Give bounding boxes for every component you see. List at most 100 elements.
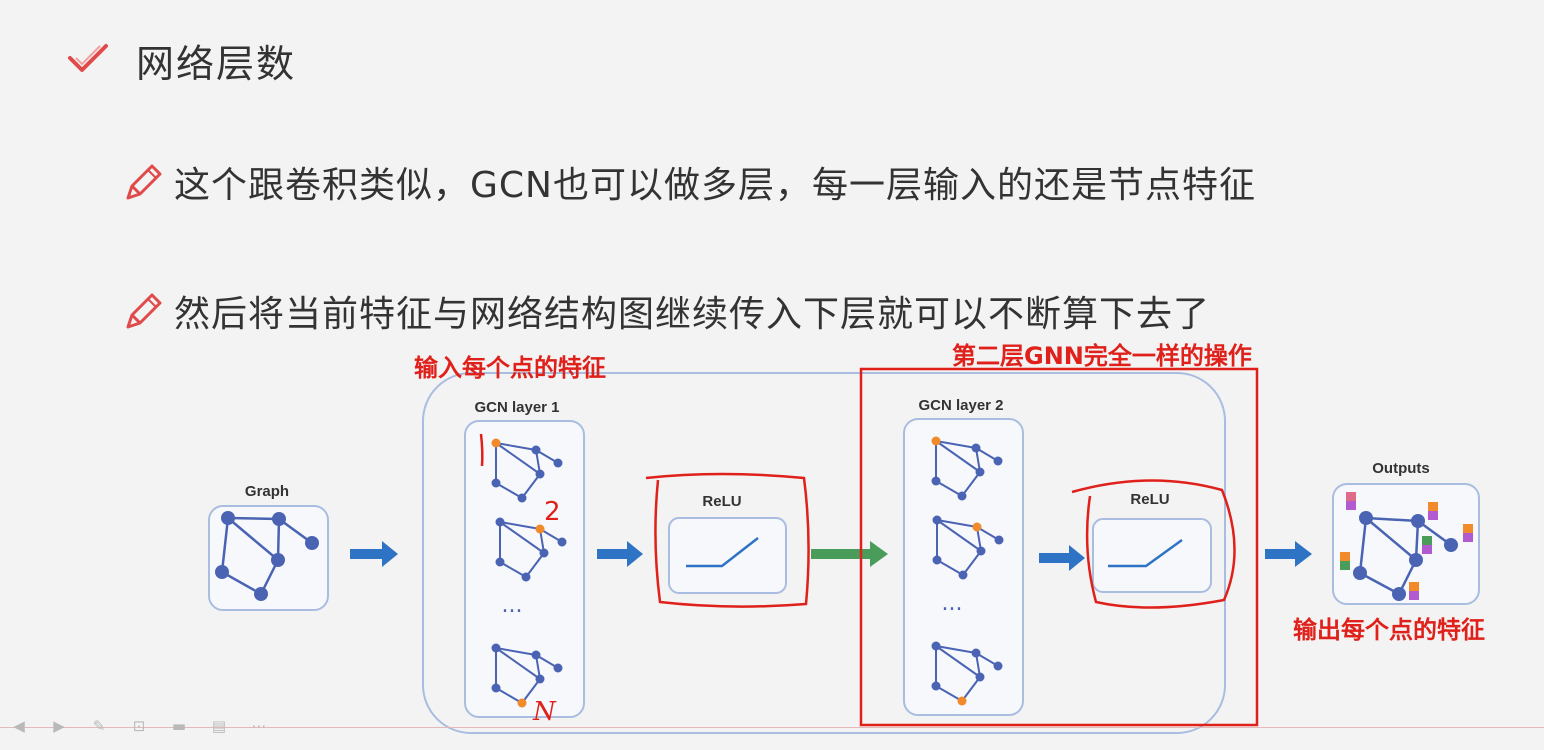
arrow-icon <box>1039 545 1085 571</box>
pen-icon[interactable]: ✎ <box>92 717 106 735</box>
graph-node <box>932 555 942 565</box>
next-icon[interactable]: ▶ <box>53 717 65 735</box>
graph-node <box>971 648 981 658</box>
presentation-toolbar: ◀ ▶ ✎ ⊡ ▬ ▤ ⋯ <box>6 714 272 738</box>
layer1-panel <box>464 420 585 718</box>
graph-edge <box>935 440 977 449</box>
graph-node <box>932 515 942 525</box>
graph-node <box>521 572 531 582</box>
prev-icon[interactable]: ◀ <box>13 717 25 735</box>
handwritten-1-mark <box>479 433 484 467</box>
relu-curve-icon <box>686 537 759 568</box>
graph-node <box>495 517 505 527</box>
graph-edge <box>499 521 541 530</box>
graph-node <box>957 491 967 501</box>
highlighted-node <box>931 436 941 446</box>
relu1-label: ReLU <box>702 493 741 510</box>
graph-node <box>535 469 545 479</box>
graph-node <box>531 445 541 455</box>
graph-edge <box>936 559 964 576</box>
layer2-ellipsis: ... <box>942 591 963 616</box>
outputs-label: Outputs <box>1372 460 1430 477</box>
graph-edge <box>936 519 978 528</box>
layer2-panel <box>903 418 1024 716</box>
graph-edge <box>525 552 545 578</box>
graph-node <box>931 476 941 486</box>
graph-node <box>539 548 549 558</box>
note-input-features: 输入每个点的特征 <box>414 354 606 382</box>
graph-node <box>553 663 563 673</box>
layer1-ellipsis: ... <box>502 593 523 618</box>
graph-edge <box>495 442 541 475</box>
graph-node <box>557 537 567 547</box>
relu1-panel <box>668 517 787 594</box>
arrow-icon <box>350 541 398 567</box>
layer2-subgraph-1 <box>931 436 1003 501</box>
graph-node <box>553 458 563 468</box>
slide-title-row: 网络层数 <box>66 30 296 90</box>
arrow-icon <box>1265 541 1312 567</box>
menu-icon[interactable]: ⋯ <box>251 717 267 735</box>
progress-line <box>0 727 1544 728</box>
output-graph-nodes <box>1353 511 1458 601</box>
subtitle-icon[interactable]: ▤ <box>211 717 227 735</box>
camera-icon[interactable]: ▬ <box>171 717 187 735</box>
highlighted-node <box>491 438 501 448</box>
screenshot-icon[interactable]: ⊡ <box>132 717 146 735</box>
graph-node <box>975 672 985 682</box>
graph-node <box>491 683 501 693</box>
graph-edge <box>521 473 541 499</box>
graph-edge <box>495 647 537 656</box>
pencil-icon <box>126 293 162 329</box>
layer1-label: GCN layer 1 <box>474 399 559 416</box>
highlighted-node <box>972 522 982 532</box>
graph-edge <box>935 645 981 678</box>
gcn-container <box>422 372 1226 734</box>
graph-node <box>931 641 941 651</box>
graph-node <box>517 493 527 503</box>
graph-edge <box>499 521 545 554</box>
graph-edge <box>961 676 981 702</box>
graph-edge <box>935 645 977 654</box>
highlighted-node <box>957 696 967 706</box>
slide-title: 网络层数 <box>136 41 297 86</box>
graph-edge <box>495 482 523 499</box>
layer1-subgraph-2 <box>495 517 567 582</box>
graph-node <box>976 546 986 556</box>
graph-node <box>931 681 941 691</box>
graph-node <box>971 443 981 453</box>
relu-curve-icon <box>1108 538 1183 568</box>
graph-edge <box>936 519 982 552</box>
layer2-highlight-box <box>859 367 1259 727</box>
graph-edge <box>521 678 541 704</box>
check-icon <box>68 44 108 72</box>
bullet-2-text: 然后将当前特征与网络结构图继续传入下层就可以不断算下去了 <box>174 294 1211 335</box>
graph-edge <box>962 550 982 576</box>
graph-node <box>993 456 1003 466</box>
arrow-icon <box>597 541 643 567</box>
layer1-subgraph-n <box>491 643 563 708</box>
graph-node <box>993 661 1003 671</box>
graph-edge <box>935 480 963 497</box>
graph-node <box>994 535 1004 545</box>
highlighted-node <box>535 524 545 534</box>
graph-node <box>495 557 505 567</box>
graph-node <box>491 643 501 653</box>
graph-node <box>531 650 541 660</box>
graph-edge <box>499 561 527 578</box>
pencil-icon <box>126 164 162 200</box>
graph-node <box>491 478 501 488</box>
graph-edge <box>935 685 963 702</box>
relu1-annotation-circle <box>645 472 810 608</box>
graph-edge <box>935 440 981 473</box>
layer2-label: GCN layer 2 <box>918 397 1003 414</box>
graph-edge <box>961 471 981 497</box>
bullet-2: 然后将当前特征与网络结构图继续传入下层就可以不断算下去了 <box>122 285 1210 337</box>
graph-node <box>535 674 545 684</box>
handwritten-2-mark: 2 <box>544 497 561 527</box>
graph-edge <box>495 687 523 704</box>
layer2-subgraph-2 <box>932 515 1004 580</box>
highlighted-node <box>517 698 527 708</box>
layer2-subgraph-n <box>931 641 1003 706</box>
